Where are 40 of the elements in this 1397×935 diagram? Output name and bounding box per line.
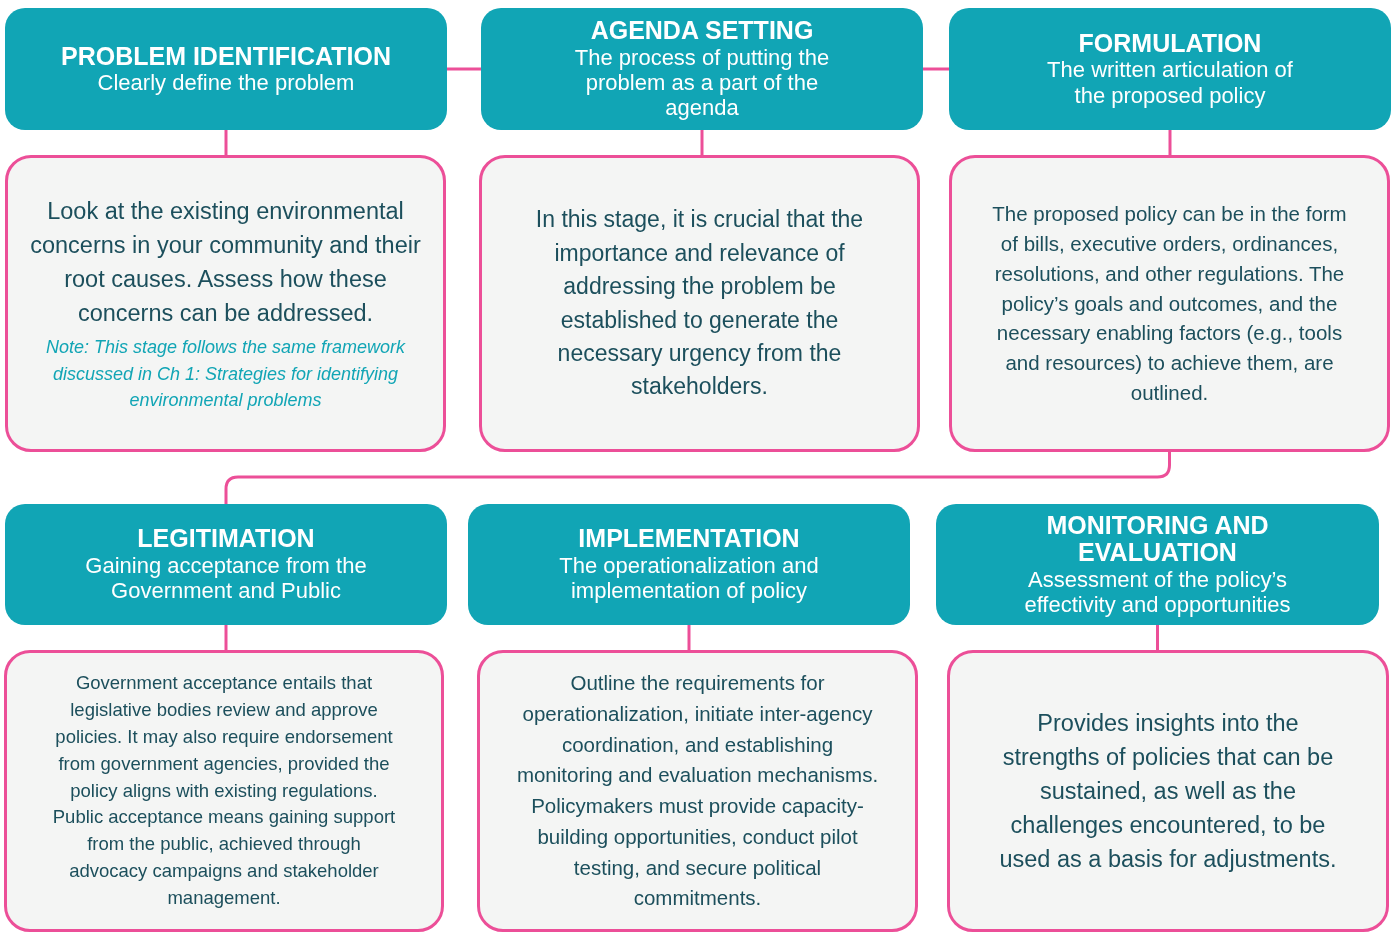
stage-header-box [481,8,923,130]
description-box [5,155,446,452]
stage-title: IMPLEMENTATION [578,525,800,553]
connector-line [1168,130,1172,155]
stage-subtitle: The process of putting the problem as a part of the agenda [573,44,831,121]
stage-subtitle: Gaining acceptance from the Government and Public [84,552,368,604]
description-text: In this stage, it is crucial that the importance and relevance of addressing the problem be established to generate the necessary urgency from the stakeholders. [534,205,865,402]
description-box [477,650,918,932]
note-text: Note: This stage follows the same framework discussed in Ch 1: Strategies for identifying environmental problems [44,336,407,412]
stage-subtitle: Assessment of the policy’s effectivity and opportunities [1023,566,1292,618]
description-text: Government acceptance entails that legislative bodies review and approve policies. It may also require endorsement from government agencies, provided the policy aligns with existing regulations. Public acceptance means gaining support from the public, achieved through advocacy campaigns and stakeholder management. [51,671,397,910]
description-box [4,650,444,932]
connector-line [1156,625,1159,650]
description-box [479,155,920,452]
stage-header-box [5,8,447,130]
stage-header-box [949,8,1391,130]
stage-header-box [5,504,447,625]
stage-subtitle: The written articulation of the proposed policy [1046,57,1294,109]
stage-header-box [468,504,910,625]
description-text: The proposed policy can be in the form of bills, executive orders, ordinances, resolutions, and other regulations. The policy’s goals and outcomes, and the necessary enabling factors (e.g., tools and resources) to achieve them, are outlined. [991,201,1348,406]
connector-line [700,130,704,155]
connector-line [687,625,691,650]
stage-subtitle: Clearly define the problem [97,70,355,96]
description-box [949,155,1390,452]
description-text: Look at the existing environmental concerns in your community and their root causes. Assess how these concerns can be addressed. [29,197,422,329]
stage-title: AGENDA SETTING [590,17,814,45]
connector-line [224,625,228,650]
connector-line [447,67,481,71]
description-box [947,650,1389,932]
connector-line [923,67,949,71]
stage-title: PROBLEM IDENTIFICATION [60,42,392,71]
stage-title: LEGITIMATION [137,525,315,553]
stage-header-box [936,504,1379,625]
connector-line [224,130,228,155]
stage-title: FORMULATION [1078,29,1262,58]
description-text: Provides insights into the strengths of policies that can be sustained, as well as the challenges encountered, to be used as a basis for adjustments. [998,708,1338,875]
connector-line [224,452,1171,504]
stage-title: MONITORING AND EVALUATION [1045,511,1270,567]
stage-subtitle: The operationalization and implementation of policy [558,552,820,604]
description-text: Outline the requirements for operationalization, initiate inter-agency coordination, and establishing monitoring and evaluation mechanisms. Policymakers must provide capacity-building opportunities, conduct pilot testing, and secure political commitments. [515,670,880,912]
